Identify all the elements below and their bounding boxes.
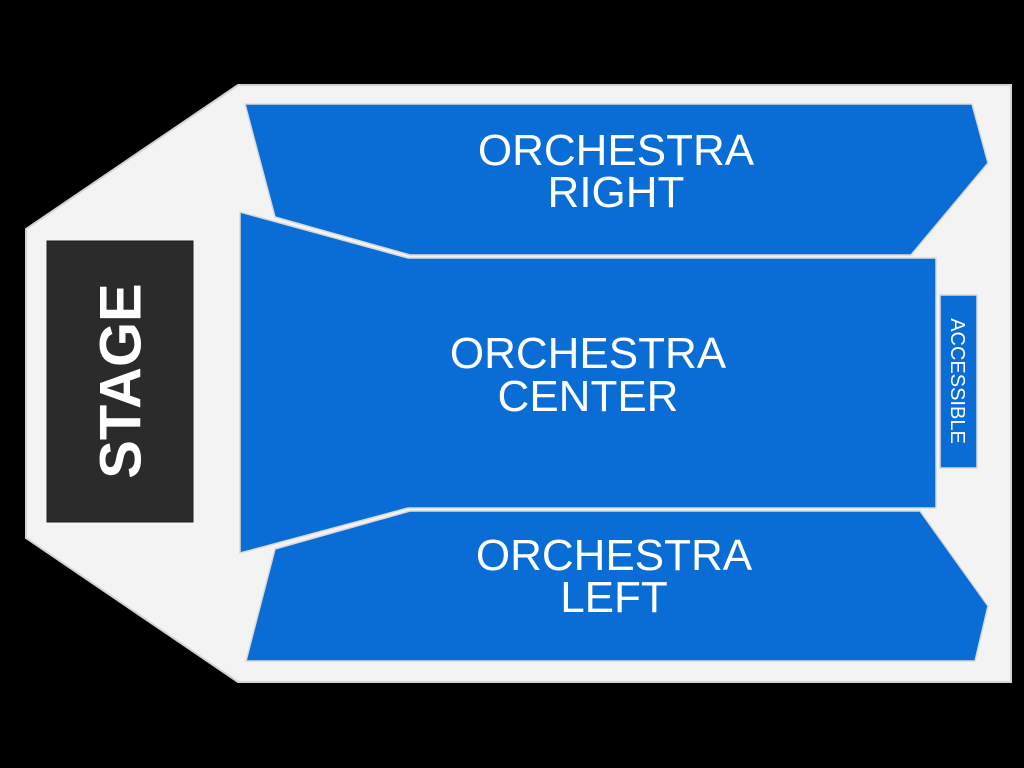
stage: STAGE: [46, 240, 194, 523]
section-orchestra-center-shape[interactable]: [239, 211, 937, 554]
section-orchestra-left[interactable]: ORCHESTRA LEFT: [245, 510, 989, 662]
section-orchestra-right-shape[interactable]: [244, 103, 989, 256]
section-accessible-shape[interactable]: [939, 294, 978, 469]
stage-shape: [46, 240, 194, 523]
section-accessible[interactable]: ACCESSIBLE: [939, 294, 978, 469]
section-orchestra-center[interactable]: ORCHESTRA CENTER: [239, 211, 937, 554]
section-orchestra-right[interactable]: ORCHESTRA RIGHT: [244, 103, 989, 256]
section-orchestra-left-shape[interactable]: [245, 510, 989, 662]
